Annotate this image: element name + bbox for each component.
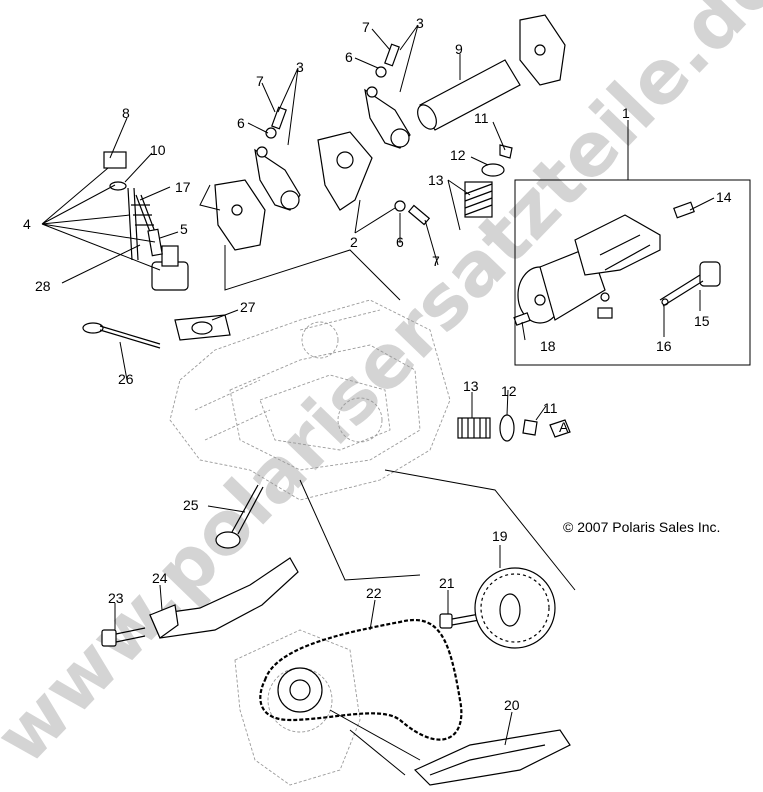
- rocker-arm-left: [254, 146, 301, 211]
- callout-6b: 6: [345, 49, 353, 65]
- cylinder-head: [169, 299, 451, 501]
- callout-15: 15: [694, 313, 710, 329]
- intake-valve: [215, 484, 264, 549]
- callout-1: 1: [622, 105, 630, 121]
- callout-labels: 1 14 15 16 18 8 10 17 5 4 28 27 26 7 3 6…: [23, 15, 732, 713]
- callout-13a: 13: [428, 172, 444, 188]
- callout-16: 16: [656, 338, 672, 354]
- rocker-arm-upper: [364, 86, 411, 149]
- rocker-shaft: [417, 59, 521, 131]
- callout-28: 28: [35, 278, 51, 294]
- chain-guide: [413, 729, 571, 786]
- callout-6c: 6: [396, 234, 404, 250]
- callout-24: 24: [152, 570, 168, 586]
- callout-9: 9: [455, 41, 463, 57]
- callout-14: 14: [716, 189, 732, 205]
- callout-26: 26: [118, 371, 134, 387]
- rocker-arm-middle: [317, 131, 373, 211]
- callout-12a: 12: [450, 147, 466, 163]
- leader-lines: [41, 24, 715, 746]
- callout-22: 22: [366, 585, 382, 601]
- callout-3b: 3: [416, 15, 424, 31]
- callout-2: 2: [350, 234, 358, 250]
- callout-12b: 12: [501, 383, 517, 399]
- callout-11a: 11: [474, 110, 489, 126]
- callout-13b: 13: [463, 378, 479, 394]
- callout-19: 19: [492, 528, 508, 544]
- copyright-text: © 2007 Polaris Sales Inc.: [563, 519, 720, 535]
- tensioner: [103, 151, 231, 341]
- callout-21: 21: [439, 575, 455, 591]
- callout-17: 17: [175, 179, 191, 195]
- callout-8: 8: [122, 105, 130, 121]
- callout-6a: 6: [237, 115, 245, 131]
- valve-spring-lower: A: [457, 414, 571, 442]
- svg-text:A: A: [559, 419, 569, 435]
- callout-11b: 11: [543, 400, 558, 416]
- callout-20: 20: [504, 697, 520, 713]
- adjusting-screws: [265, 43, 431, 226]
- callout-18: 18: [540, 338, 556, 354]
- callout-5: 5: [180, 221, 188, 237]
- camshaft: [513, 201, 721, 326]
- valve-spring-upper: [464, 144, 513, 218]
- rocker-carrier: [214, 14, 566, 251]
- callout-10: 10: [150, 142, 166, 158]
- bolts: [101, 612, 486, 647]
- tensioner-blade: [149, 557, 299, 639]
- callout-7b: 7: [362, 19, 370, 35]
- callout-7a: 7: [256, 73, 264, 89]
- cam-chain: [259, 619, 463, 741]
- callout-25: 25: [183, 497, 199, 513]
- reference-lines: [199, 179, 751, 776]
- callout-4: 4: [23, 216, 31, 232]
- callout-23: 23: [108, 590, 124, 606]
- callout-7c: 7: [432, 253, 440, 269]
- callout-27: 27: [240, 299, 256, 315]
- cam-sprocket: [474, 567, 556, 649]
- callout-3a: 3: [296, 59, 304, 75]
- exhaust-valve: [82, 322, 161, 349]
